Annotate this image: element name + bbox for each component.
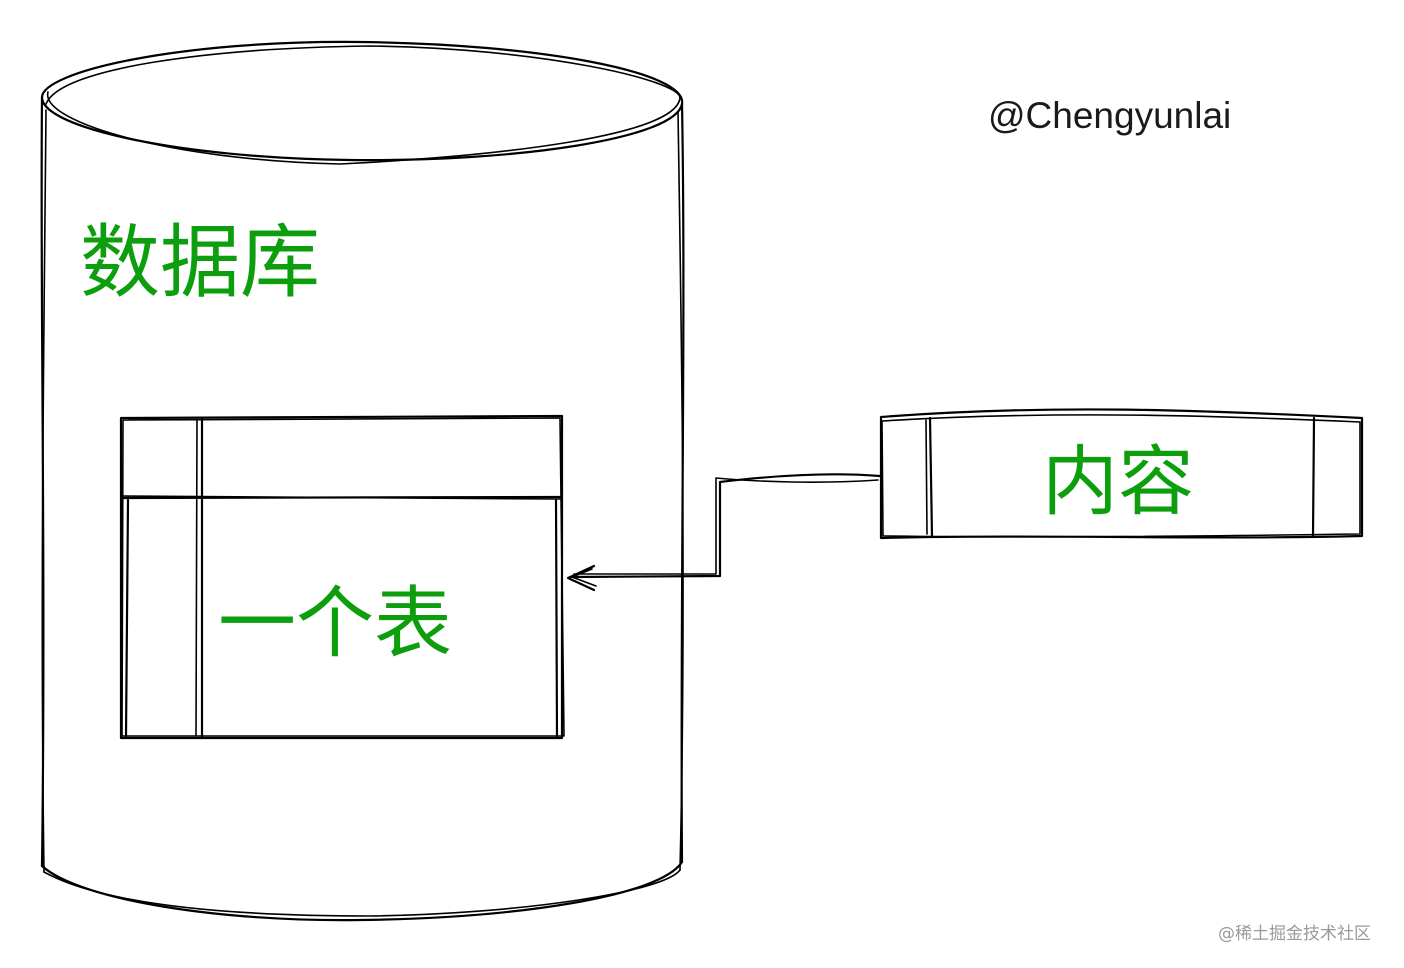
table-inner-divider-right	[554, 498, 559, 738]
content-divider-right	[1311, 416, 1316, 538]
watermark-text: @稀土掘金技术社区	[1218, 924, 1371, 944]
connector-line-retrace	[573, 477, 879, 575]
cylinder-left-wall-retrace	[41, 109, 47, 873]
table-inner-divider-left	[124, 498, 130, 738]
database-cylinder[interactable]	[40, 40, 685, 922]
connector-line	[570, 473, 882, 579]
table-outline	[119, 414, 564, 740]
cylinder-top-ellipse-retrace	[45, 45, 681, 165]
table-outline-retrace	[121, 417, 565, 737]
cylinder-right-wall-retrace	[677, 111, 684, 871]
content-outline-retrace	[881, 414, 1361, 538]
content-divider-left-retrace	[925, 419, 928, 535]
content-box[interactable]	[879, 408, 1364, 540]
author-handle: @Chengyunlai	[988, 95, 1231, 136]
content-divider-left	[928, 416, 934, 538]
arrowhead-icon	[566, 564, 596, 592]
connector-arrow[interactable]	[566, 473, 882, 592]
table-box[interactable]	[119, 414, 565, 740]
table-label: 一个表	[218, 579, 452, 669]
cylinder-top-ellipse	[40, 40, 684, 162]
arrowhead-icon-retrace	[571, 568, 597, 587]
table-header-line-retrace	[121, 495, 561, 500]
cylinder-bottom-curve-retrace	[43, 869, 681, 917]
table-column-divider-retrace	[195, 419, 198, 737]
database-label: 数据库	[80, 216, 320, 309]
content-label: 内容	[1042, 437, 1194, 526]
cylinder-bottom-curve	[40, 860, 684, 922]
